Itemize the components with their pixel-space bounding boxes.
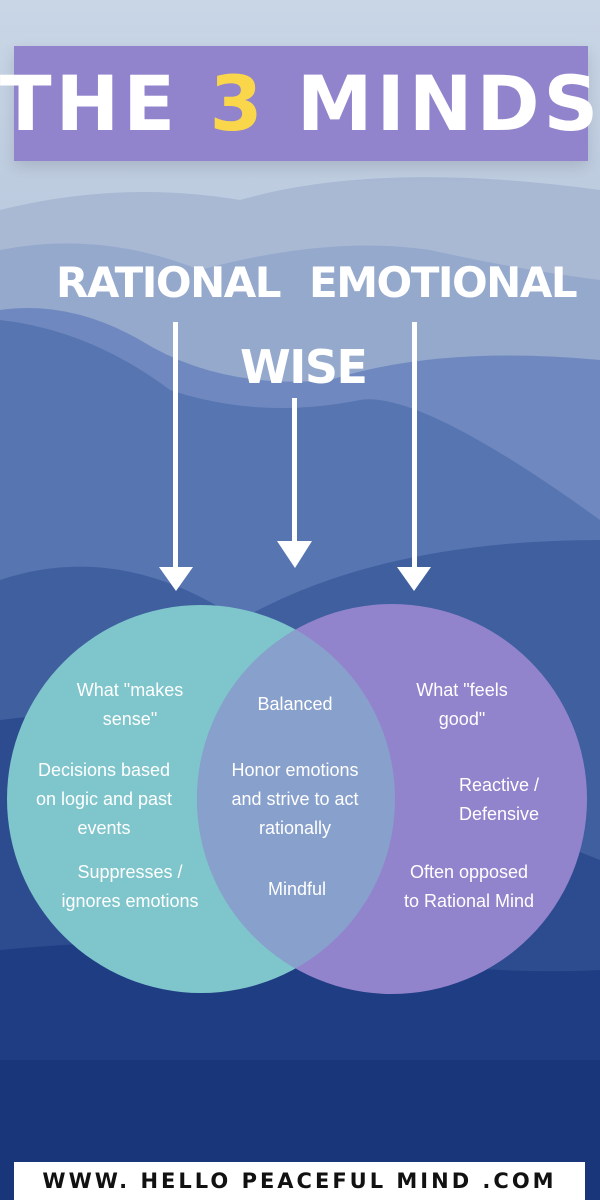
title-banner: THE 3 MINDS [0, 46, 598, 161]
wise-mind-item: Mindful [267, 879, 327, 899]
rational-mind-item: Suppresses /ignores emotions [61, 862, 199, 911]
title-text-after: MINDS [266, 59, 600, 148]
title-accent-number: 3 [209, 59, 267, 148]
emotional-label: EMOTIONAL [309, 258, 578, 307]
page-title: THE 3 MINDS [0, 59, 600, 148]
title-text-before: THE [0, 59, 210, 148]
wise-mind-item: Balanced [257, 694, 333, 714]
wise-overlap [197, 605, 395, 993]
wise-label: WISE [240, 340, 368, 394]
rational-label: RATIONAL [56, 258, 281, 307]
website-url: WWW. HELLO PEACEFUL MIND .COM [42, 1169, 557, 1193]
footer-banner: WWW. HELLO PEACEFUL MIND .COM [14, 1162, 585, 1200]
emotional-mind-item: Reactive /Defensive [458, 775, 540, 824]
